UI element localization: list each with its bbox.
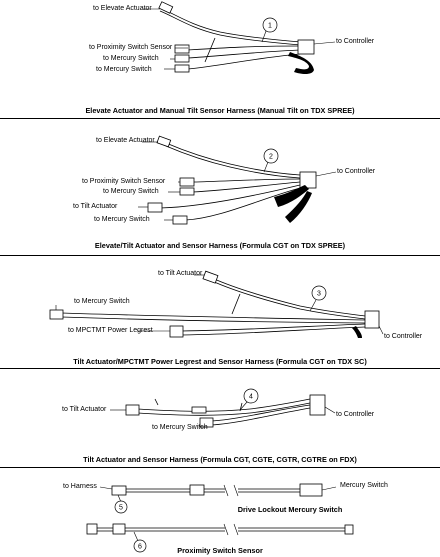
- caption-drive-lockout-mercury-switch: Drive Lockout Mercury Switch: [237, 505, 343, 514]
- divider-2: [0, 255, 440, 256]
- label-to-tilt-actuator: to Tilt Actuator: [158, 270, 203, 277]
- label-to-controller: to Controller: [336, 38, 375, 45]
- label-to-mpctmt-power-legrest: to MPCTMT Power Legrest: [68, 327, 153, 334]
- label-to-mercury-switch-1: to Mercury Switch: [103, 55, 159, 62]
- callout-number-4: 4: [249, 394, 253, 401]
- callout-number-2: 2: [269, 154, 273, 161]
- caption-harness-1: Elevate Actuator and Manual Tilt Sensor …: [85, 106, 355, 115]
- label-to-controller: to Controller: [384, 333, 423, 340]
- label-mercury-switch: Mercury Switch: [340, 482, 388, 489]
- callout-circle-6: [133, 539, 147, 553]
- callout-number-3: 3: [317, 291, 321, 298]
- harness-panel-3: 3 to Tilt Actuator to Mercury Switch to …: [0, 256, 440, 368]
- label-to-controller: to Controller: [337, 168, 376, 175]
- label-to-mercury-switch-1: to Mercury Switch: [103, 188, 159, 195]
- label-to-elevate-actuator: to Elevate Actuator: [93, 5, 152, 12]
- label-to-harness: to Harness: [63, 483, 97, 490]
- callout-number-6: 6: [138, 544, 142, 551]
- harness-4-drawing: 4: [110, 388, 336, 428]
- harness-panel-1: 1 to Elevate Actuator to Proximity Switc…: [0, 0, 440, 118]
- divider-1: [0, 118, 440, 119]
- harness-panel-5-6: 5 6 to Harness Mercury Switch Drive Lock…: [0, 468, 440, 557]
- callout-circle-4: [243, 388, 259, 404]
- label-to-tilt-actuator: to Tilt Actuator: [62, 406, 107, 413]
- caption-harness-3: Tilt Actuator/MPCTMT Power Legrest and S…: [73, 357, 367, 366]
- harness-panel-2: 2 to Elevate Actuator to Proximity Switc…: [0, 119, 440, 253]
- callout-number-1: 1: [268, 23, 272, 30]
- divider-3: [0, 368, 440, 369]
- caption-proximity-switch-sensor: Proximity Switch Sensor: [177, 546, 263, 555]
- label-to-controller: to Controller: [336, 411, 375, 418]
- label-to-mercury-switch: to Mercury Switch: [152, 424, 208, 431]
- callout-circle-3: [311, 285, 327, 301]
- label-to-proximity-switch-sensor: to Proximity Switch Sensor: [82, 178, 166, 185]
- label-to-mercury-switch: to Mercury Switch: [74, 298, 130, 305]
- label-to-mercury-switch-2: to Mercury Switch: [96, 66, 152, 73]
- caption-harness-4: Tilt Actuator and Sensor Harness (Formul…: [83, 455, 357, 464]
- callout-number-5: 5: [119, 505, 123, 512]
- divider-4: [0, 467, 440, 468]
- callout-circle-1: [262, 17, 278, 33]
- label-to-tilt-actuator: to Tilt Actuator: [73, 203, 118, 210]
- harness-3-drawing: 3: [49, 270, 384, 338]
- callout-circle-5: [114, 500, 128, 514]
- harness-5-6-drawing: 5 6: [86, 483, 354, 553]
- harness-2-drawing: 2: [138, 135, 337, 225]
- label-to-proximity-switch-sensor: to Proximity Switch Sensor: [89, 44, 173, 51]
- harness-1-drawing: 1: [143, 1, 336, 74]
- label-to-mercury-switch-2: to Mercury Switch: [94, 216, 150, 223]
- harness-panel-4: 4 to Tilt Actuator to Controller to Merc…: [0, 369, 440, 467]
- caption-harness-2: Elevate/Tilt Actuator and Sensor Harness…: [94, 241, 346, 250]
- callout-circle-2: [263, 148, 279, 164]
- label-to-elevate-actuator: to Elevate Actuator: [96, 137, 155, 144]
